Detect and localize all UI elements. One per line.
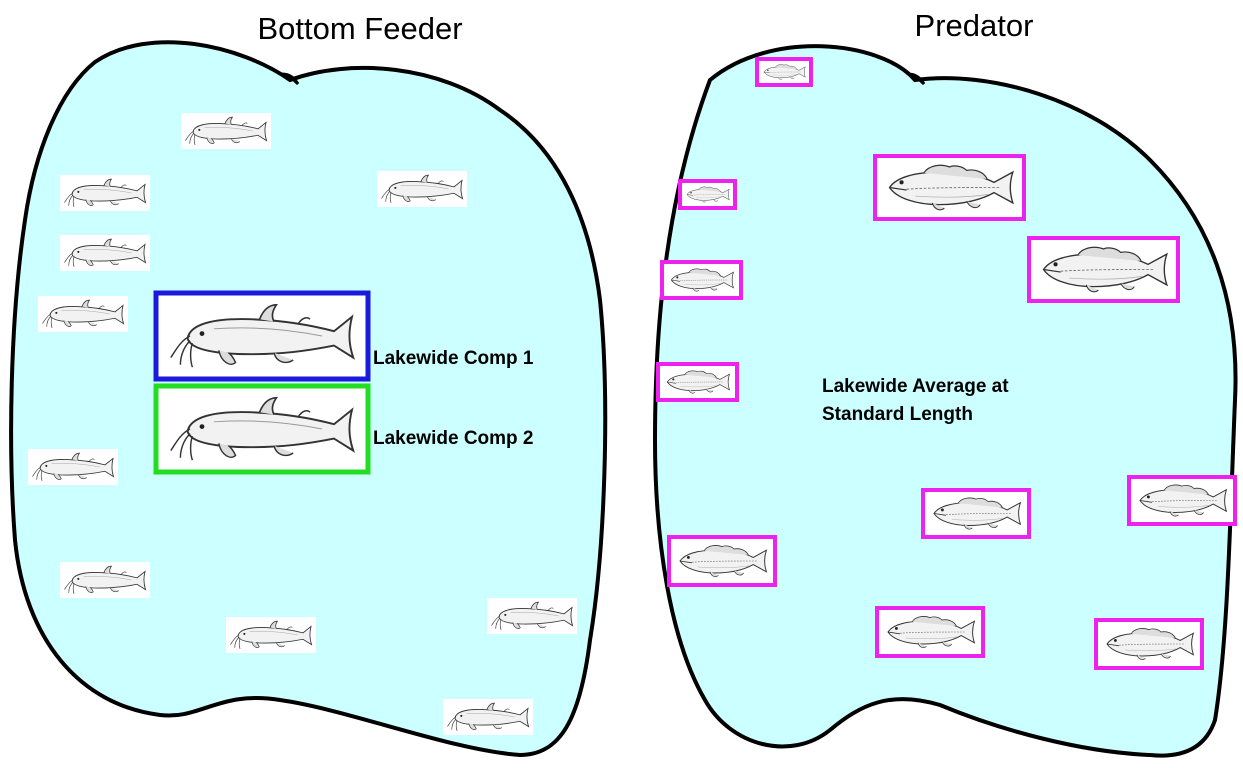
bass-8 <box>1127 475 1237 526</box>
bass-6 <box>656 362 739 402</box>
right-lake-notch <box>907 72 926 86</box>
left-panel-title: Bottom Feeder <box>257 11 462 46</box>
catfish-small-4 <box>60 235 150 271</box>
bass-2 <box>678 179 737 210</box>
bass-5 <box>660 260 743 300</box>
predator-label-line1: Lakewide Average at <box>822 376 1009 397</box>
catfish-small-2 <box>60 175 150 211</box>
composite-2-box <box>153 383 371 475</box>
catfish-small-9 <box>487 598 577 634</box>
bass-9 <box>667 535 777 587</box>
composite-1-box <box>153 290 371 382</box>
right-panel-title: Predator <box>915 8 1034 43</box>
right-lake <box>652 44 1238 758</box>
left-lake-notch <box>281 72 300 86</box>
catfish-small-8 <box>226 617 316 653</box>
catfish-small-1 <box>181 113 271 149</box>
composite-1-label: Lakewide Comp 1 <box>373 348 534 369</box>
bass-1 <box>755 57 813 87</box>
predator-label-line2: Standard Length <box>822 404 973 425</box>
catfish-small-5 <box>38 296 128 332</box>
catfish-small-7 <box>60 562 150 598</box>
catfish-small-3 <box>377 171 467 207</box>
bass-4 <box>1027 236 1180 303</box>
catfish-small-6 <box>28 449 118 485</box>
bass-7 <box>921 488 1031 539</box>
bass-11 <box>1094 618 1204 670</box>
bass-3 <box>873 154 1026 221</box>
catfish-small-10 <box>443 699 533 735</box>
composite-2-label: Lakewide Comp 2 <box>373 428 534 449</box>
bass-10 <box>875 606 985 658</box>
